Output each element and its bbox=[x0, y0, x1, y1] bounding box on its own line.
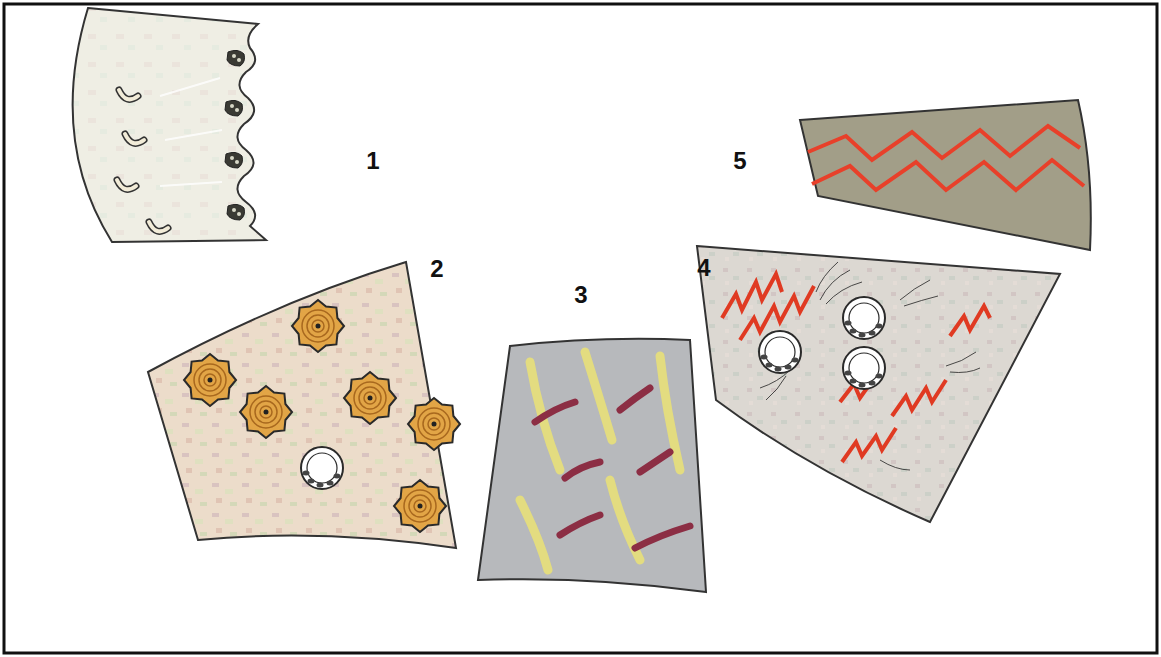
wedge-three bbox=[478, 339, 706, 592]
bead-ring bbox=[301, 447, 343, 489]
callout-number: 5 bbox=[733, 149, 746, 173]
callout-number: 3 bbox=[574, 283, 587, 307]
osteon-cell bbox=[240, 386, 292, 438]
zigzag bbox=[892, 380, 946, 416]
fibril bbox=[900, 280, 930, 300]
red-zigzags bbox=[722, 274, 990, 462]
fibril bbox=[766, 376, 786, 400]
wedge-four bbox=[697, 246, 1060, 522]
crescent-cell bbox=[149, 222, 168, 231]
yellow-fibre bbox=[585, 352, 612, 440]
zigzag bbox=[950, 306, 990, 336]
osteoclast bbox=[225, 152, 243, 168]
wedge-one bbox=[73, 8, 266, 242]
wedge-two bbox=[148, 262, 460, 548]
crescent-cell bbox=[117, 180, 136, 189]
tissue-wedge bbox=[148, 262, 456, 548]
callout-number: 4 bbox=[697, 256, 710, 280]
osteoclast bbox=[227, 204, 245, 220]
tissue-wedge bbox=[697, 246, 1060, 522]
osteoclast bbox=[225, 100, 243, 116]
osteon-cell bbox=[408, 398, 460, 450]
bead-ring bbox=[843, 347, 885, 389]
fibril bbox=[904, 296, 938, 306]
faint-arrow bbox=[160, 182, 222, 186]
yellow-fibre bbox=[520, 500, 548, 570]
red-cell bbox=[620, 388, 650, 410]
callout-number: 1 bbox=[366, 149, 379, 173]
frame bbox=[4, 4, 1157, 653]
tissue-wedge bbox=[73, 8, 266, 242]
crescent-cell bbox=[125, 134, 144, 143]
fibril bbox=[816, 262, 838, 292]
tissue-wedge bbox=[800, 100, 1091, 250]
zigzag bbox=[842, 428, 896, 462]
faint-arrow bbox=[160, 78, 220, 96]
red-zigzags bbox=[808, 126, 1084, 190]
bead-ring bbox=[843, 297, 885, 339]
osteon-cell bbox=[292, 300, 344, 352]
fibril bbox=[946, 352, 976, 366]
faint-arrow bbox=[165, 130, 222, 140]
wedge-five bbox=[800, 100, 1091, 250]
osteoclast bbox=[227, 50, 245, 66]
crescent-cell bbox=[119, 90, 138, 99]
red-cell bbox=[635, 526, 690, 548]
osteon-cell bbox=[394, 480, 446, 532]
fibril bbox=[950, 368, 980, 373]
fibril bbox=[880, 460, 910, 470]
callout-number: 2 bbox=[430, 257, 443, 281]
osteon-cell bbox=[344, 372, 396, 424]
osteon-cell bbox=[184, 354, 236, 406]
zigzag bbox=[812, 160, 1084, 190]
zigzag bbox=[808, 126, 1080, 160]
bead-ring bbox=[759, 331, 801, 373]
fibrils bbox=[760, 262, 980, 470]
arrows-white bbox=[160, 78, 222, 186]
red-cells bbox=[535, 388, 690, 548]
tissue-wedge bbox=[478, 339, 706, 592]
red-cell bbox=[640, 452, 670, 472]
red-cell bbox=[565, 462, 600, 478]
red-cell bbox=[560, 515, 600, 535]
red-cell bbox=[535, 402, 575, 422]
